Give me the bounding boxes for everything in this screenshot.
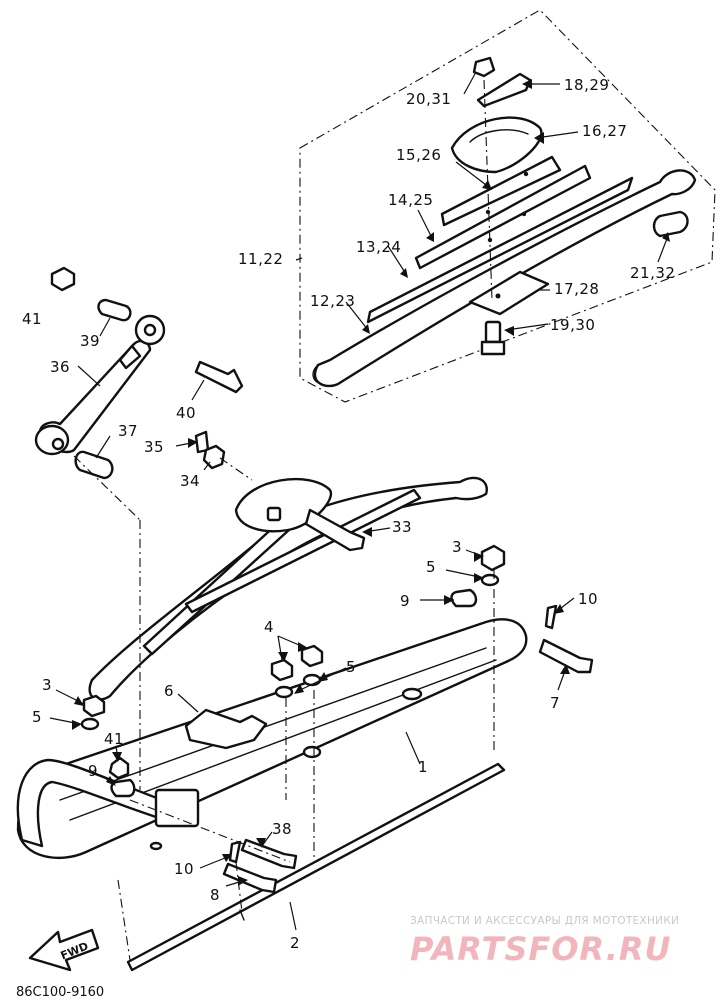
nut-4b (300, 644, 324, 668)
nut-4a (270, 658, 294, 682)
callout-12-23: 12,23 (310, 292, 355, 310)
callout-1: 1 (418, 758, 428, 776)
collar-9-right (450, 588, 478, 608)
ski-body (16, 618, 528, 860)
callout-8: 8 (210, 886, 220, 904)
callout-4: 4 (264, 618, 274, 636)
cotter-pin-10-left (228, 840, 242, 864)
bracket-part-6 (184, 708, 268, 750)
nut-41-top (50, 266, 76, 292)
callout-39: 39 (80, 332, 100, 350)
callout-10-left: 10 (174, 860, 194, 878)
callout-9-left: 9 (88, 762, 98, 780)
callout-3-left: 3 (42, 676, 52, 694)
washer-5-right (480, 573, 500, 587)
callout-11-22: 11,22 (238, 250, 283, 268)
leader-arrows (72, 79, 670, 886)
washer-5-mid-b (302, 673, 322, 687)
bolt-40 (194, 360, 244, 394)
nut-34 (202, 444, 226, 470)
callout-34: 34 (180, 472, 200, 490)
callout-16-27: 16,27 (582, 122, 627, 140)
centre-lines (73, 455, 495, 961)
callout-33: 33 (392, 518, 412, 536)
shock-absorber (34, 314, 166, 456)
callout-21-32: 21,32 (630, 264, 675, 282)
callout-35: 35 (144, 438, 164, 456)
washer-5-left (80, 717, 100, 731)
leaf-spring-detail (312, 56, 697, 388)
callout-18-29: 18,29 (564, 76, 609, 94)
callout-6: 6 (164, 682, 174, 700)
callout-20-31: 20,31 (406, 90, 451, 108)
drawing-code: 86C100-9160 (16, 985, 104, 1000)
watermark: ЗАПЧАСТИ И АКСЕССУАРЫ ДЛЯ МОТОТЕХНИКИ PA… (410, 915, 679, 968)
collar-39 (97, 298, 132, 322)
bolt-33 (304, 508, 366, 552)
callout-41-lower: 41 (104, 730, 124, 748)
callout-13-24: 13,24 (356, 238, 401, 256)
callout-14-25: 14,25 (388, 191, 433, 209)
ski-runner (126, 762, 506, 972)
callout-37: 37 (118, 422, 138, 440)
washer-5-mid-c (302, 745, 322, 759)
fwd-arrow: FWD (28, 928, 100, 972)
nut-3-right (480, 544, 506, 572)
callout-labels: 18,29 20,31 16,27 15,26 14,25 13,24 11,2… (22, 76, 675, 952)
collar-9-left (110, 778, 136, 798)
callout-19-30: 19,30 (550, 316, 595, 334)
callout-2: 2 (290, 934, 300, 952)
nut-41-lower (108, 756, 130, 780)
callout-17-28: 17,28 (554, 280, 599, 298)
callout-5-left: 5 (32, 708, 42, 726)
washer-5-mid-a (274, 685, 294, 699)
callout-40: 40 (176, 404, 196, 422)
callout-9-right: 9 (400, 592, 410, 610)
callout-3-right: 3 (452, 538, 462, 556)
callout-5-mid: 5 (346, 658, 356, 676)
watermark-logo: PARTSFOR.RU (410, 930, 671, 968)
cotter-pin-10-right (544, 604, 558, 630)
collar-37 (74, 450, 114, 480)
callout-41-top: 41 (22, 310, 42, 328)
bolt-8 (222, 862, 278, 894)
nut-3-left (82, 694, 106, 718)
bolt-38 (240, 838, 298, 870)
ski-leaf-spring (88, 476, 488, 701)
callout-38: 38 (272, 820, 292, 838)
callout-10-right: 10 (578, 590, 598, 608)
callout-36: 36 (50, 358, 70, 376)
callout-15-26: 15,26 (396, 146, 441, 164)
callout-7: 7 (550, 694, 560, 712)
watermark-tagline: ЗАПЧАСТИ И АКСЕССУАРЫ ДЛЯ МОТОТЕХНИКИ (410, 915, 679, 927)
callout-5-right: 5 (426, 558, 436, 576)
bolt-7 (538, 638, 594, 674)
